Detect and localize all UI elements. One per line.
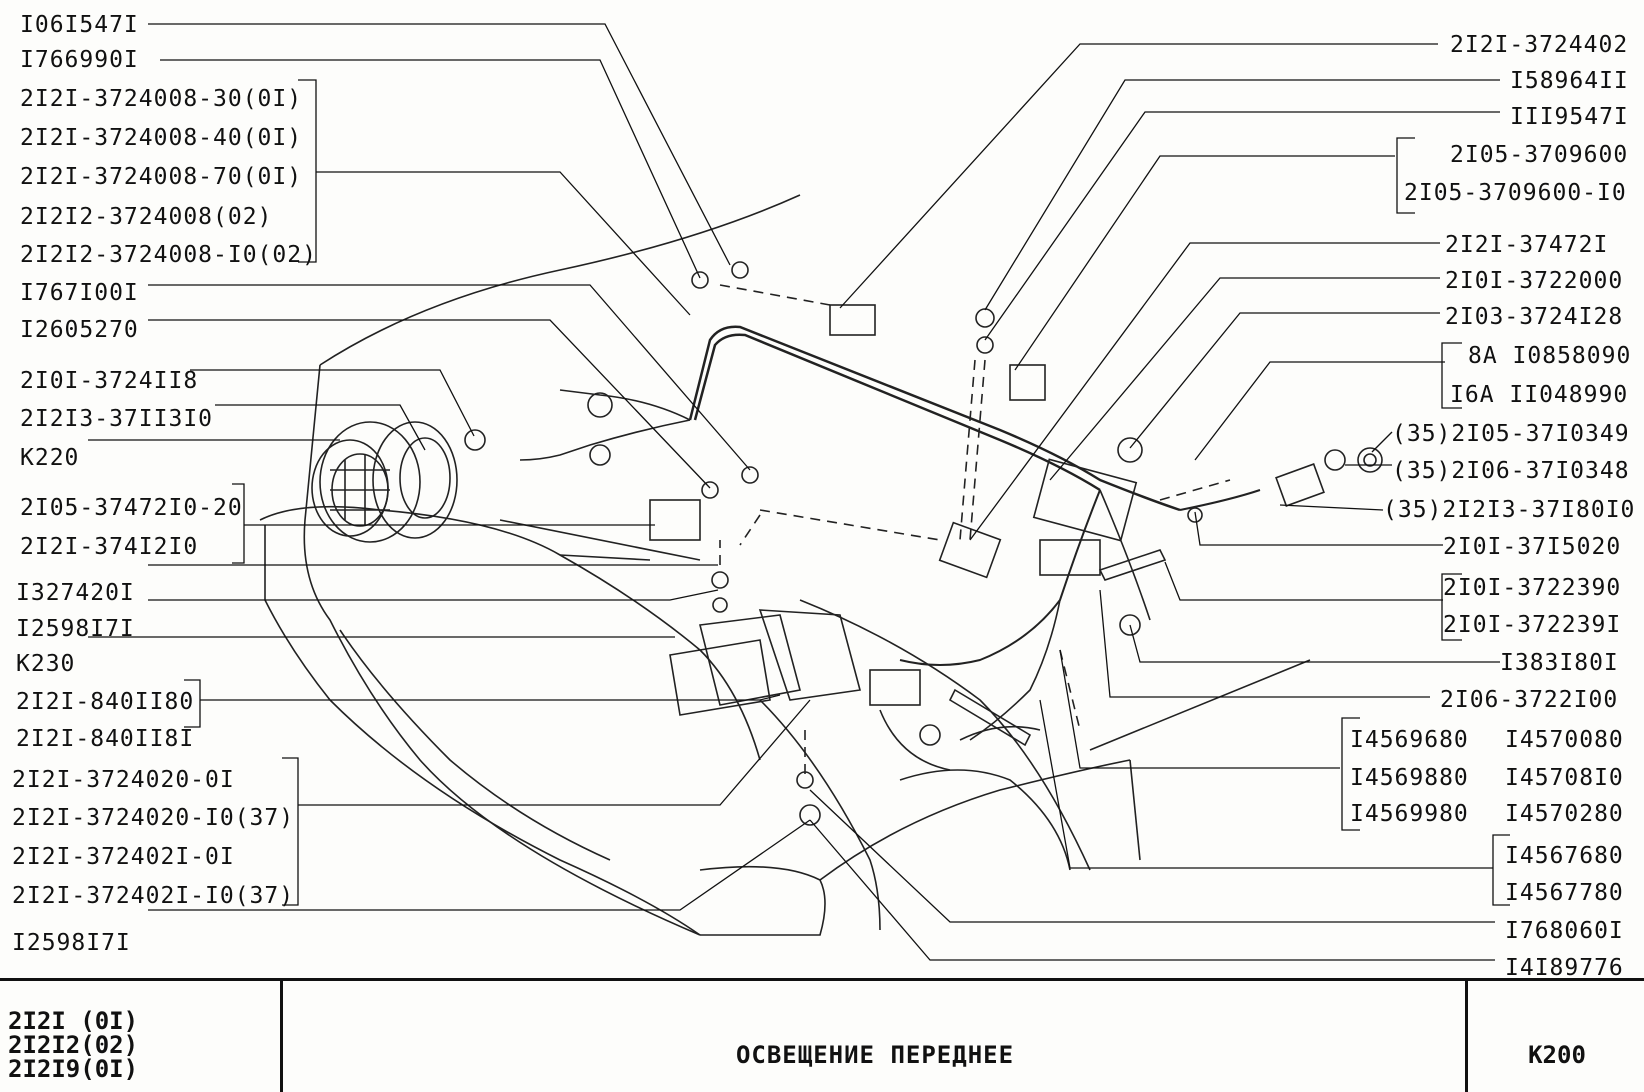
part-label-right-26: I4567780 xyxy=(1505,880,1624,906)
part-label-left-6: 2I2I2-3724008(02) xyxy=(20,204,273,230)
part-label-right-1: 2I2I-3724402 xyxy=(1450,32,1629,58)
part-label-left-21: 2I2I-3724020-I0(37) xyxy=(12,805,295,831)
part-label-left-7: 2I2I2-3724008-I0(02) xyxy=(20,242,317,268)
part-label-right-24: I4570280 xyxy=(1505,801,1624,827)
part-label-left-5: 2I2I-3724008-70(0I) xyxy=(20,164,303,190)
part-label-right-2: I58964II xyxy=(1510,68,1629,94)
title-block-divider-right xyxy=(1465,981,1468,1092)
part-label-left-17: K230 xyxy=(16,651,76,677)
part-label-right-19: I4569680 xyxy=(1350,727,1469,753)
part-label-right-5: 2I05-3709600-I0 xyxy=(1404,180,1627,206)
part-label-right-20: I4570080 xyxy=(1505,727,1624,753)
model-item: 2I2I (0I) xyxy=(8,1007,139,1035)
part-label-right-9: 8A I0858090 xyxy=(1468,343,1632,369)
part-label-left-8: I767I00I xyxy=(20,280,139,306)
part-label-right-11: (35)2I05-37I0349 xyxy=(1392,421,1630,447)
part-label-left-1: I06I547I xyxy=(20,12,139,38)
part-label-left-14: 2I2I-374I2I0 xyxy=(20,534,199,560)
part-label-right-14: 2I0I-37I5020 xyxy=(1443,534,1622,560)
part-label-left-13: 2I05-37472I0-20 xyxy=(20,495,243,521)
part-label-right-12: (35)2I06-37I0348 xyxy=(1392,458,1630,484)
part-label-right-28: I4I89776 xyxy=(1505,955,1624,981)
part-label-left-15: I327420I xyxy=(16,580,135,606)
part-label-right-8: 2I03-3724I28 xyxy=(1445,304,1624,330)
part-label-left-4: 2I2I-3724008-40(0I) xyxy=(20,125,303,151)
part-label-right-21: I4569880 xyxy=(1350,765,1469,791)
part-label-left-11: 2I2I3-37II3I0 xyxy=(20,406,214,432)
part-label-right-10: I6A II048990 xyxy=(1450,382,1629,408)
part-label-right-3: III9547I xyxy=(1510,104,1629,130)
part-label-right-7: 2I0I-3722000 xyxy=(1445,268,1624,294)
part-label-right-23: I4569980 xyxy=(1350,801,1469,827)
model-item: 2I2I2(02) xyxy=(8,1031,139,1059)
part-label-left-2: I766990I xyxy=(20,47,139,73)
part-label-left-22: 2I2I-372402I-0I xyxy=(12,844,235,870)
part-label-left-20: 2I2I-3724020-0I xyxy=(12,767,235,793)
part-label-left-23: 2I2I-372402I-I0(37) xyxy=(12,883,295,909)
part-label-right-25: I4567680 xyxy=(1505,843,1624,869)
part-label-right-22: I45708I0 xyxy=(1505,765,1624,791)
part-label-left-9: I2605270 xyxy=(20,317,139,343)
title-block: 2I2I (0I) 2I2I2(02) 2I2I9(0I) ОСВЕЩЕНИЕ … xyxy=(0,978,1644,1092)
part-label-left-24: I2598I7I xyxy=(12,930,131,956)
title-block-divider-left xyxy=(280,981,283,1092)
model-list: 2I2I (0I) 2I2I2(02) 2I2I9(0I) xyxy=(8,1009,138,1081)
part-label-right-17: I383I80I xyxy=(1500,650,1619,676)
part-label-left-16: I2598I7I xyxy=(16,616,135,642)
model-item: 2I2I9(0I) xyxy=(8,1055,139,1083)
sheet-code: K200 xyxy=(1528,1041,1586,1069)
sheet-title: ОСВЕЩЕНИЕ ПЕРЕДНЕЕ xyxy=(735,1041,1015,1069)
part-label-right-6: 2I2I-37472I xyxy=(1445,232,1609,258)
part-label-left-18: 2I2I-840II80 xyxy=(16,689,195,715)
part-label-right-4: 2I05-3709600 xyxy=(1450,142,1629,168)
part-label-left-19: 2I2I-840II8I xyxy=(16,726,195,752)
part-label-left-3: 2I2I-3724008-30(0I) xyxy=(20,86,303,112)
part-label-right-15: 2I0I-3722390 xyxy=(1443,575,1622,601)
part-label-left-10: 2I0I-3724II8 xyxy=(20,368,199,394)
part-label-right-13: (35)2I2I3-37I80I0 xyxy=(1383,497,1636,523)
part-label-right-18: 2I06-3722I00 xyxy=(1440,687,1619,713)
part-label-left-12: K220 xyxy=(20,445,80,471)
part-label-right-27: I768060I xyxy=(1505,918,1624,944)
part-label-right-16: 2I0I-372239I xyxy=(1443,612,1622,638)
diagram-drawing xyxy=(88,23,1510,961)
